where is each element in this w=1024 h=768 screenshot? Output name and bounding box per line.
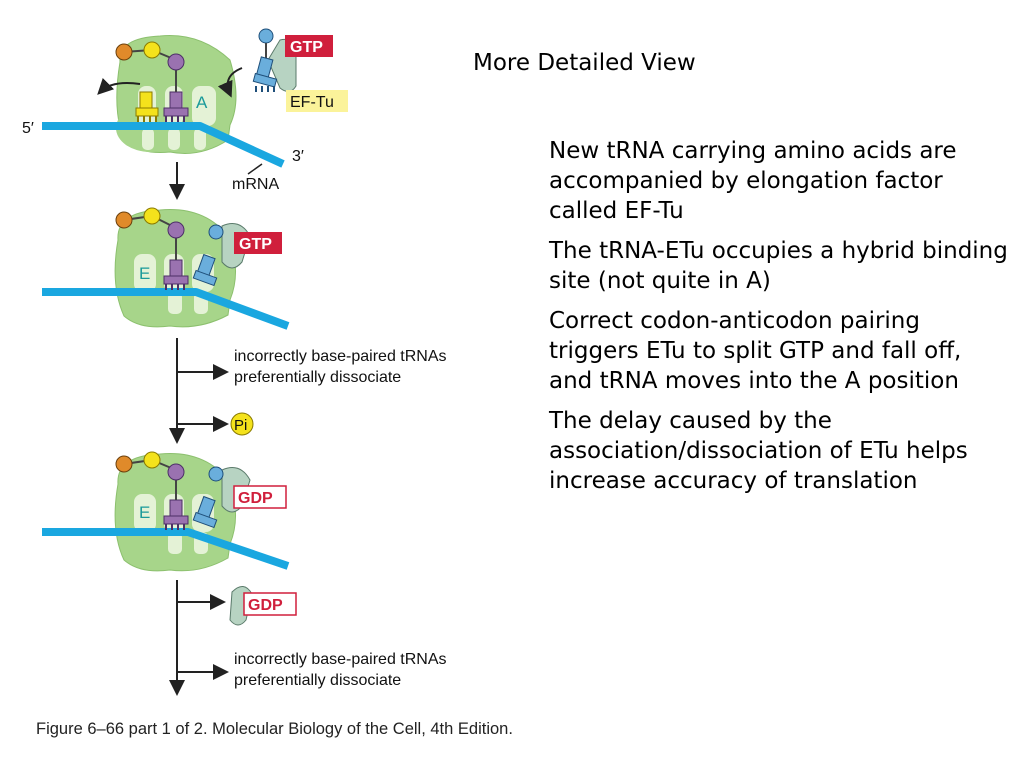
gtp-badge-2 [234,232,282,254]
stage-3: E GDP [42,451,290,572]
figure-caption: Figure 6–66 part 1 of 2. Molecular Biolo… [36,720,513,738]
slide-title: More Detailed View [473,50,696,76]
mrna-2 [42,288,290,330]
three-prime-label: 3′ [292,148,304,165]
site-a-label: A [196,93,208,112]
dissociate-note-1-line-1: incorrectly base-paired tRNAs [234,348,447,365]
bullet-3: Correct codon-anticodon pairing triggers… [549,308,962,394]
gdp-badge-1 [233,485,287,509]
ef-tu-badge [286,90,348,112]
dissociate-note-2-line-1: incorrectly base-paired tRNAs [234,651,447,668]
peptidyl-trna-3 [163,478,189,530]
dissociate-note-2-line-2: preferentially dissociate [234,672,401,689]
pi-badge [230,412,254,436]
dissociate-note-1-line-2: preferentially dissociate [234,369,401,386]
mrna-label: mRNA [232,176,279,193]
gtp-label-1: GTP [290,39,323,56]
gdp-label-2: GDP [248,597,283,614]
stage-2: E GTP [42,207,290,330]
gtp-label-2: GTP [239,236,272,253]
gdp-label-1: GDP [238,490,273,507]
five-prime-label: 5′ [22,120,34,137]
mrna-1 [42,122,285,168]
pi-label: Pi [234,417,247,434]
stage-1: A GTP EF-Tu 5′ 3′ mRNA [22,28,348,193]
peptide-chain-2 [115,207,185,239]
bullet-1: New tRNA carrying amino acids are accomp… [549,138,957,224]
peptide-chain-3 [115,451,185,481]
bullet-list: New tRNA carrying amino acids are accomp… [549,136,1009,506]
bullet-2: The tRNA-ETu occupies a hybrid binding s… [549,238,1008,294]
peptidyl-trna-2 [163,236,189,290]
exiting-trna-1 [135,91,159,122]
bullet-4: The delay caused by the association/diss… [549,408,968,494]
mrna-3 [42,528,290,570]
gdp-badge-2 [243,592,297,616]
ef-tu-label: EF-Tu [290,94,334,111]
peptide-chain-1 [115,41,185,71]
peptidyl-trna-1 [163,70,189,122]
site-e-label-3: E [139,503,150,522]
site-e-label-2: E [139,264,150,283]
gtp-badge-1 [285,35,333,57]
